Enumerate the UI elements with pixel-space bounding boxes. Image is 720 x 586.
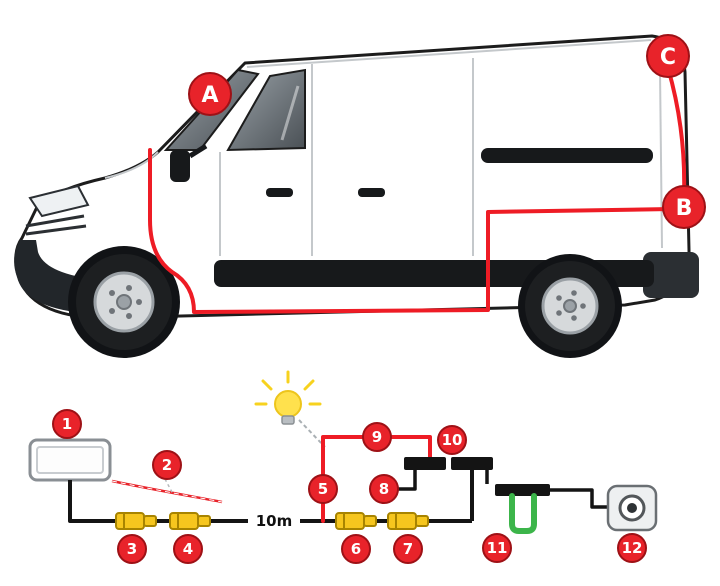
monitor	[28, 438, 112, 482]
step-badge-2: 2	[152, 450, 182, 480]
rear-route-line	[666, 66, 687, 198]
wiring-schematic: 10m 1 2 3 4 5 6 7	[28, 370, 658, 564]
hood-seam	[104, 151, 159, 179]
cable-length-label: 10m	[256, 512, 293, 530]
step-badge-8-text: 8	[379, 480, 389, 498]
roof-rail-line	[246, 39, 652, 68]
step-badge-11: 11	[482, 533, 512, 563]
step-8-wire	[398, 470, 417, 491]
reverse-light-bulb-icon	[254, 370, 322, 425]
step-badge-10: 10	[437, 425, 467, 455]
step-badge-6: 6	[341, 534, 371, 564]
sliding-door-handle	[358, 188, 385, 197]
step-badge-9-text: 9	[372, 428, 382, 446]
monitor-power-wire-stripe	[111, 480, 223, 503]
door-window	[226, 68, 306, 152]
route-label-b: B	[662, 185, 706, 229]
sliding-door-rail	[481, 148, 653, 163]
step-badge-7-text: 7	[403, 540, 413, 558]
route-label-a-text: A	[201, 83, 218, 108]
step-badge-4: 4	[173, 534, 203, 564]
cable-length-backing	[248, 510, 300, 530]
step-badge-12-text: 12	[622, 539, 643, 557]
route-label-c: C	[646, 34, 690, 78]
bulb-leader	[298, 419, 326, 448]
step-badge-1: 1	[52, 409, 82, 439]
step-badge-10-text: 10	[442, 431, 463, 449]
rear-wheel	[518, 254, 622, 358]
route-label-a: A	[188, 72, 232, 116]
connector-7	[387, 512, 429, 530]
headlight	[28, 184, 90, 218]
connector-4	[169, 512, 211, 530]
van-illustration: A C B	[14, 34, 706, 358]
inline-terminal	[495, 484, 550, 496]
rear-bumper	[643, 252, 699, 298]
splice-terminal-right	[451, 457, 493, 470]
step-badge-5: 5	[308, 474, 338, 504]
step-badge-4-text: 4	[183, 540, 193, 558]
camera-feed-wire	[550, 488, 608, 509]
step-badge-3: 3	[117, 534, 147, 564]
front-door-handle	[266, 188, 293, 197]
step-badge-1-text: 1	[62, 415, 72, 433]
window-reflections	[223, 85, 300, 141]
step-2-leader	[164, 478, 174, 495]
step-badge-3-text: 3	[127, 540, 137, 558]
connector-6	[335, 512, 377, 530]
step-badge-12: 12	[617, 533, 647, 563]
splice-terminal-left	[404, 457, 446, 470]
step-badge-5-text: 5	[318, 480, 328, 498]
route-label-b-text: B	[676, 196, 693, 221]
ground-bracket	[509, 493, 537, 534]
step-badge-2-text: 2	[162, 456, 172, 474]
connector-3	[115, 512, 157, 530]
step-badge-6-text: 6	[351, 540, 361, 558]
rear-door-seam	[659, 69, 663, 249]
grille	[25, 214, 87, 236]
front-wheel	[68, 246, 180, 358]
wing-mirror	[170, 143, 208, 182]
camera	[606, 484, 658, 532]
step-badge-8: 8	[369, 474, 399, 504]
cable-route-line	[148, 148, 674, 314]
step-badge-11-text: 11	[487, 539, 508, 557]
step-badge-7: 7	[393, 534, 423, 564]
route-label-c-text: C	[660, 45, 676, 70]
step-badge-9: 9	[362, 422, 392, 452]
